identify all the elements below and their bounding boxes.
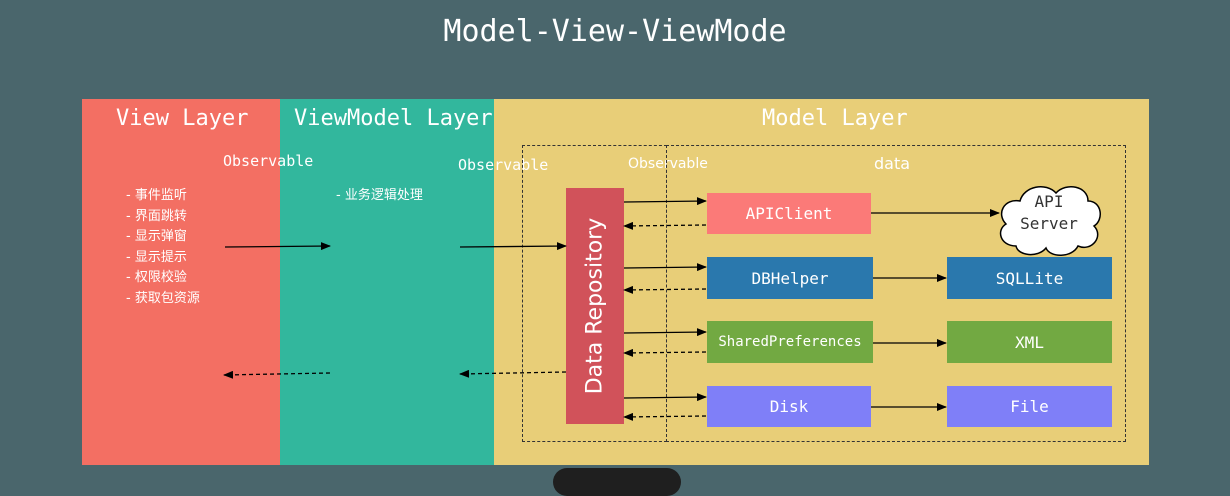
xml-box: XML xyxy=(947,321,1112,363)
list-item: 事件监听 xyxy=(126,186,200,207)
observable-label-view: Observable xyxy=(223,152,314,170)
apiclient-return-arrow xyxy=(623,221,707,230)
list-item: 权限校验 xyxy=(126,268,200,289)
file-box: File xyxy=(947,386,1112,427)
connector-arrows xyxy=(223,185,1101,421)
list-item: 显示提示 xyxy=(126,248,200,269)
repository-to-sharedpreferences-arrow xyxy=(623,328,707,337)
api-server-cloud xyxy=(999,185,1101,256)
api-server-label: API Server xyxy=(1020,192,1078,233)
data-label: data xyxy=(874,154,911,173)
viewmodel-responsibilities-list: 业务逻辑处理 xyxy=(336,186,423,207)
model-layer-title: Model Layer xyxy=(762,106,908,131)
observable-label-viewmodel: Observable xyxy=(458,156,549,174)
sqllite-box: SQLLite xyxy=(947,257,1112,299)
disk-box: Disk xyxy=(707,386,871,427)
viewmodel-layer xyxy=(280,99,494,465)
view-layer-title: View Layer xyxy=(116,106,249,131)
viewmodel-to-view-return-arrow xyxy=(223,370,331,379)
viewmodel-to-repository-arrow xyxy=(459,242,567,251)
dbhelper-box: DBHelper xyxy=(707,257,873,299)
view-to-viewmodel-arrow xyxy=(224,242,331,251)
data-sources-dashed-group xyxy=(666,145,1126,442)
sharedpreferences-box: SharedPreferences xyxy=(707,321,873,363)
repository-to-viewmodel-return-arrow xyxy=(459,369,567,378)
repository-to-disk-arrow xyxy=(623,393,707,402)
observable-label-repository: Observable xyxy=(628,156,708,172)
repository-to-apiclient-arrow xyxy=(623,197,707,206)
list-item: 业务逻辑处理 xyxy=(336,186,423,207)
data-repository: Data Repository xyxy=(566,188,624,424)
diagram-title: Model-View-ViewMode xyxy=(443,14,787,49)
view-responsibilities-list: 事件监听 界面跳转 显示弹窗 显示提示 权限校验 获取包资源 xyxy=(126,186,200,309)
disk-return-arrow xyxy=(623,412,707,421)
apiclient-box: APIClient xyxy=(707,193,871,234)
viewmodel-layer-title: ViewModel Layer xyxy=(294,106,493,131)
list-item: 界面跳转 xyxy=(126,207,200,228)
bottom-overlay-badge[interactable] xyxy=(553,468,681,496)
dbhelper-return-arrow xyxy=(623,285,707,294)
repository-to-dbhelper-arrow xyxy=(623,263,707,272)
list-item: 显示弹窗 xyxy=(126,227,200,248)
sharedpreferences-return-arrow xyxy=(623,348,707,357)
list-item: 获取包资源 xyxy=(126,289,200,310)
